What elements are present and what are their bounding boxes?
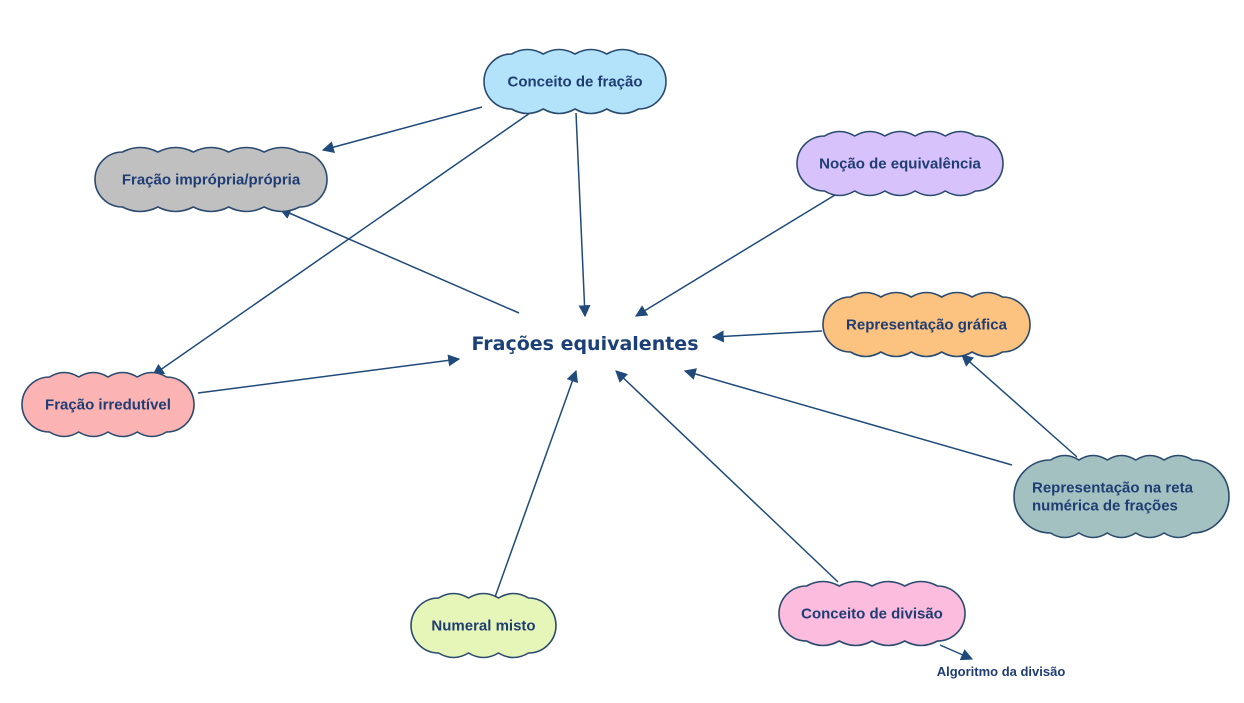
edge-representacao-reta-to-center xyxy=(683,368,1013,466)
edges xyxy=(152,106,1078,661)
cloud-shape xyxy=(94,146,328,213)
cloud-shape xyxy=(778,580,966,647)
edge-conceito-fracao-to-center xyxy=(575,112,591,318)
node-label: Conceito de divisão xyxy=(801,606,943,623)
edge-nocao-equivalencia-to-center xyxy=(634,180,859,317)
edge-conceito-divisao-to-center xyxy=(615,370,839,583)
edge-conceito-fracao-to-fracao-impropria xyxy=(321,106,483,153)
central-concept[interactable]: Frações equivalentes xyxy=(471,333,698,355)
edge-conceito-fracao-to-fracao-irredutivel xyxy=(152,112,531,376)
edge-conceito-divisao-to-algoritmo-divisao xyxy=(939,644,974,661)
edge-representacao-grafica-to-center xyxy=(711,330,823,343)
edge-fracao-irredutivel-to-center xyxy=(197,354,461,394)
node-label: Representação na reta xyxy=(1032,480,1194,497)
node-fracao-irredutivel[interactable]: Fração irredutível xyxy=(21,371,195,438)
node-fracao-impropria[interactable]: Fração imprópria/própria xyxy=(94,146,328,213)
cloud-shape xyxy=(483,48,667,115)
node-representacao-grafica[interactable]: Representação gráfica xyxy=(822,291,1031,358)
edge-center-to-fracao-impropria xyxy=(278,207,520,314)
edge-numeral-misto-to-center xyxy=(494,369,579,598)
node-label: Numeral misto xyxy=(431,618,535,635)
node-label: Noção de equivalência xyxy=(819,156,981,173)
cloud-shape xyxy=(21,371,195,438)
node-label: numérica de frações xyxy=(1032,498,1178,515)
node-nocao-equivalencia[interactable]: Noção de equivalência xyxy=(796,130,1004,197)
cloud-shape xyxy=(822,291,1031,358)
edge-representacao-reta-to-representacao-grafica xyxy=(961,354,1078,458)
node-label: Representação gráfica xyxy=(846,317,1008,334)
node-label: Conceito de fração xyxy=(507,74,642,91)
node-conceito-divisao[interactable]: Conceito de divisão xyxy=(778,580,966,647)
node-label: Fração imprópria/própria xyxy=(122,172,301,189)
cloud-shape xyxy=(410,592,557,659)
node-label: Fração irredutível xyxy=(45,397,171,414)
node-numeral-misto[interactable]: Numeral misto xyxy=(410,592,557,659)
cloud-shape xyxy=(1013,454,1230,539)
node-conceito-fracao[interactable]: Conceito de fração xyxy=(483,48,667,115)
algoritmo-divisao-label[interactable]: Algoritmo da divisão xyxy=(937,664,1066,679)
cloud-shape xyxy=(796,130,1004,197)
